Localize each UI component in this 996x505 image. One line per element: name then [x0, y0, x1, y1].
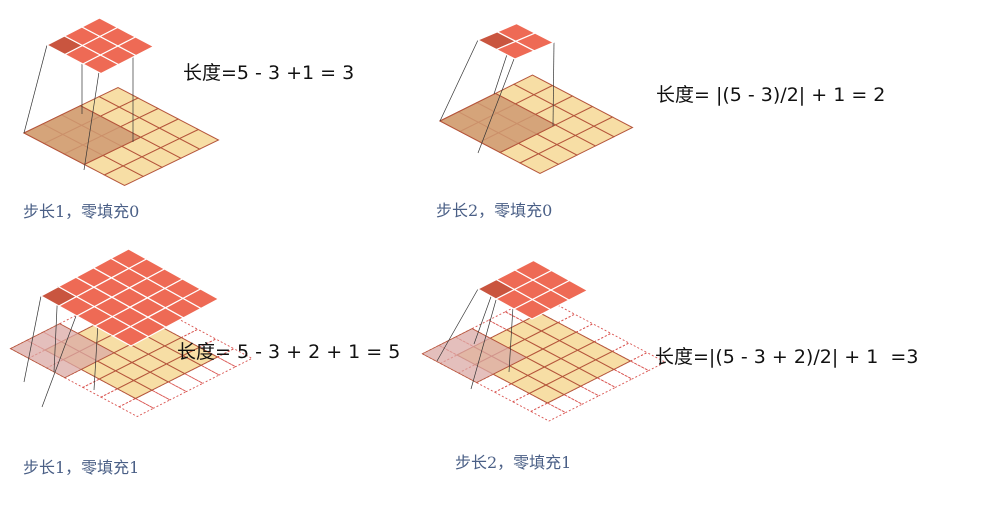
input-cell	[178, 128, 220, 150]
output-cell	[181, 288, 220, 310]
formula-stride2-pad1: 长度=|(5 - 3 + 2)/2| + 1 =3	[655, 346, 919, 368]
receptive-field	[421, 328, 528, 384]
formula-stride1-pad0: 长度=5 - 3 +1 = 3	[183, 62, 355, 84]
padding-cell	[216, 348, 253, 368]
padding-cell	[100, 388, 137, 408]
caption-stride1-pad0: 步长1，零填充0	[23, 202, 140, 221]
input-cell	[592, 116, 634, 138]
caption-stride2-pad1: 步长2，零填充1	[455, 453, 572, 472]
padding-cell	[511, 392, 549, 412]
formula-stride1-pad1: 长度= 5 - 3 + 2 + 1 = 5	[177, 341, 401, 363]
caption-stride2-pad0: 步长2，零填充0	[436, 201, 553, 220]
projection-line	[439, 39, 479, 122]
input-cell	[181, 346, 219, 366]
receptive-field	[438, 92, 557, 154]
projection-line	[23, 295, 42, 383]
receptive-field	[9, 323, 115, 379]
output-cell	[549, 279, 589, 301]
projection-line	[552, 41, 555, 127]
formula-stride2-pad0: 长度= |(5 - 3)/2| + 1 = 2	[656, 84, 886, 106]
input-cell	[594, 350, 632, 370]
projection-line	[41, 315, 77, 408]
projection-line	[83, 71, 100, 171]
projection-line	[470, 299, 497, 390]
projection-line	[23, 44, 48, 134]
padding-cell	[629, 352, 667, 372]
padding-cell	[493, 383, 531, 403]
padding-cell	[81, 378, 119, 398]
padding-cell	[118, 397, 155, 418]
receptive-field	[22, 105, 142, 166]
projection-line	[436, 288, 479, 362]
padding-cell	[487, 311, 525, 331]
caption-stride1-pad1: 步长1，零填充1	[23, 458, 140, 477]
padding-cell	[529, 402, 567, 422]
output-cell	[514, 32, 556, 52]
projection-line	[477, 58, 515, 154]
output-cell	[116, 36, 155, 57]
